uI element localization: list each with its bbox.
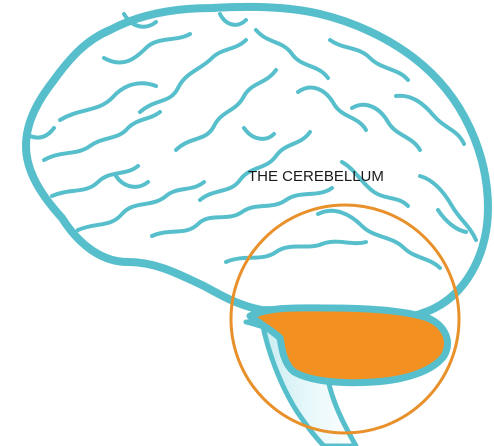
region-label: THE CEREBELLUM: [248, 168, 384, 185]
cerebrum-outline: [26, 7, 488, 321]
